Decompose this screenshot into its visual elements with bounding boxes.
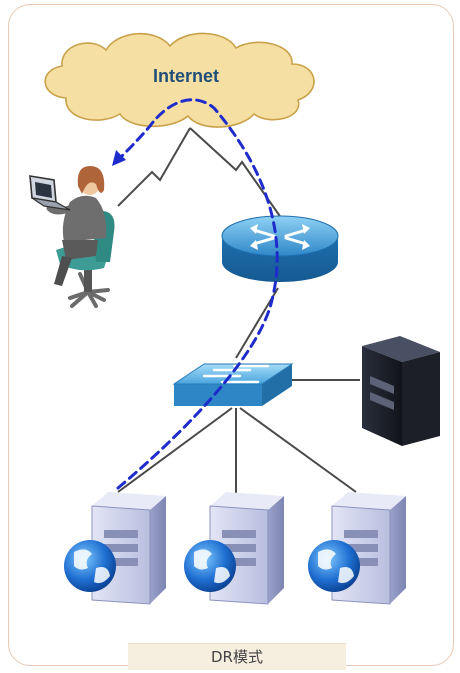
switch-server3-link bbox=[239, 407, 357, 493]
cloud-label: Internet bbox=[153, 66, 219, 86]
connection-lines bbox=[117, 127, 360, 495]
dashed-return-path bbox=[116, 98, 279, 490]
wan-link-user bbox=[117, 127, 191, 207]
diagram-caption: DR模式 bbox=[128, 643, 346, 670]
switch-icon bbox=[172, 363, 294, 406]
wan-link-router bbox=[189, 127, 285, 223]
dr-traffic-path bbox=[116, 98, 279, 490]
cloud-icon: Internet bbox=[44, 32, 315, 128]
web-server-icon bbox=[184, 492, 284, 605]
web-server-icon bbox=[64, 492, 166, 605]
switch-server1-link bbox=[117, 407, 233, 493]
web-server-icon bbox=[308, 492, 406, 605]
user-at-laptop-icon bbox=[29, 166, 115, 308]
router-icon bbox=[221, 215, 339, 282]
arrow-head-icon bbox=[112, 150, 126, 166]
